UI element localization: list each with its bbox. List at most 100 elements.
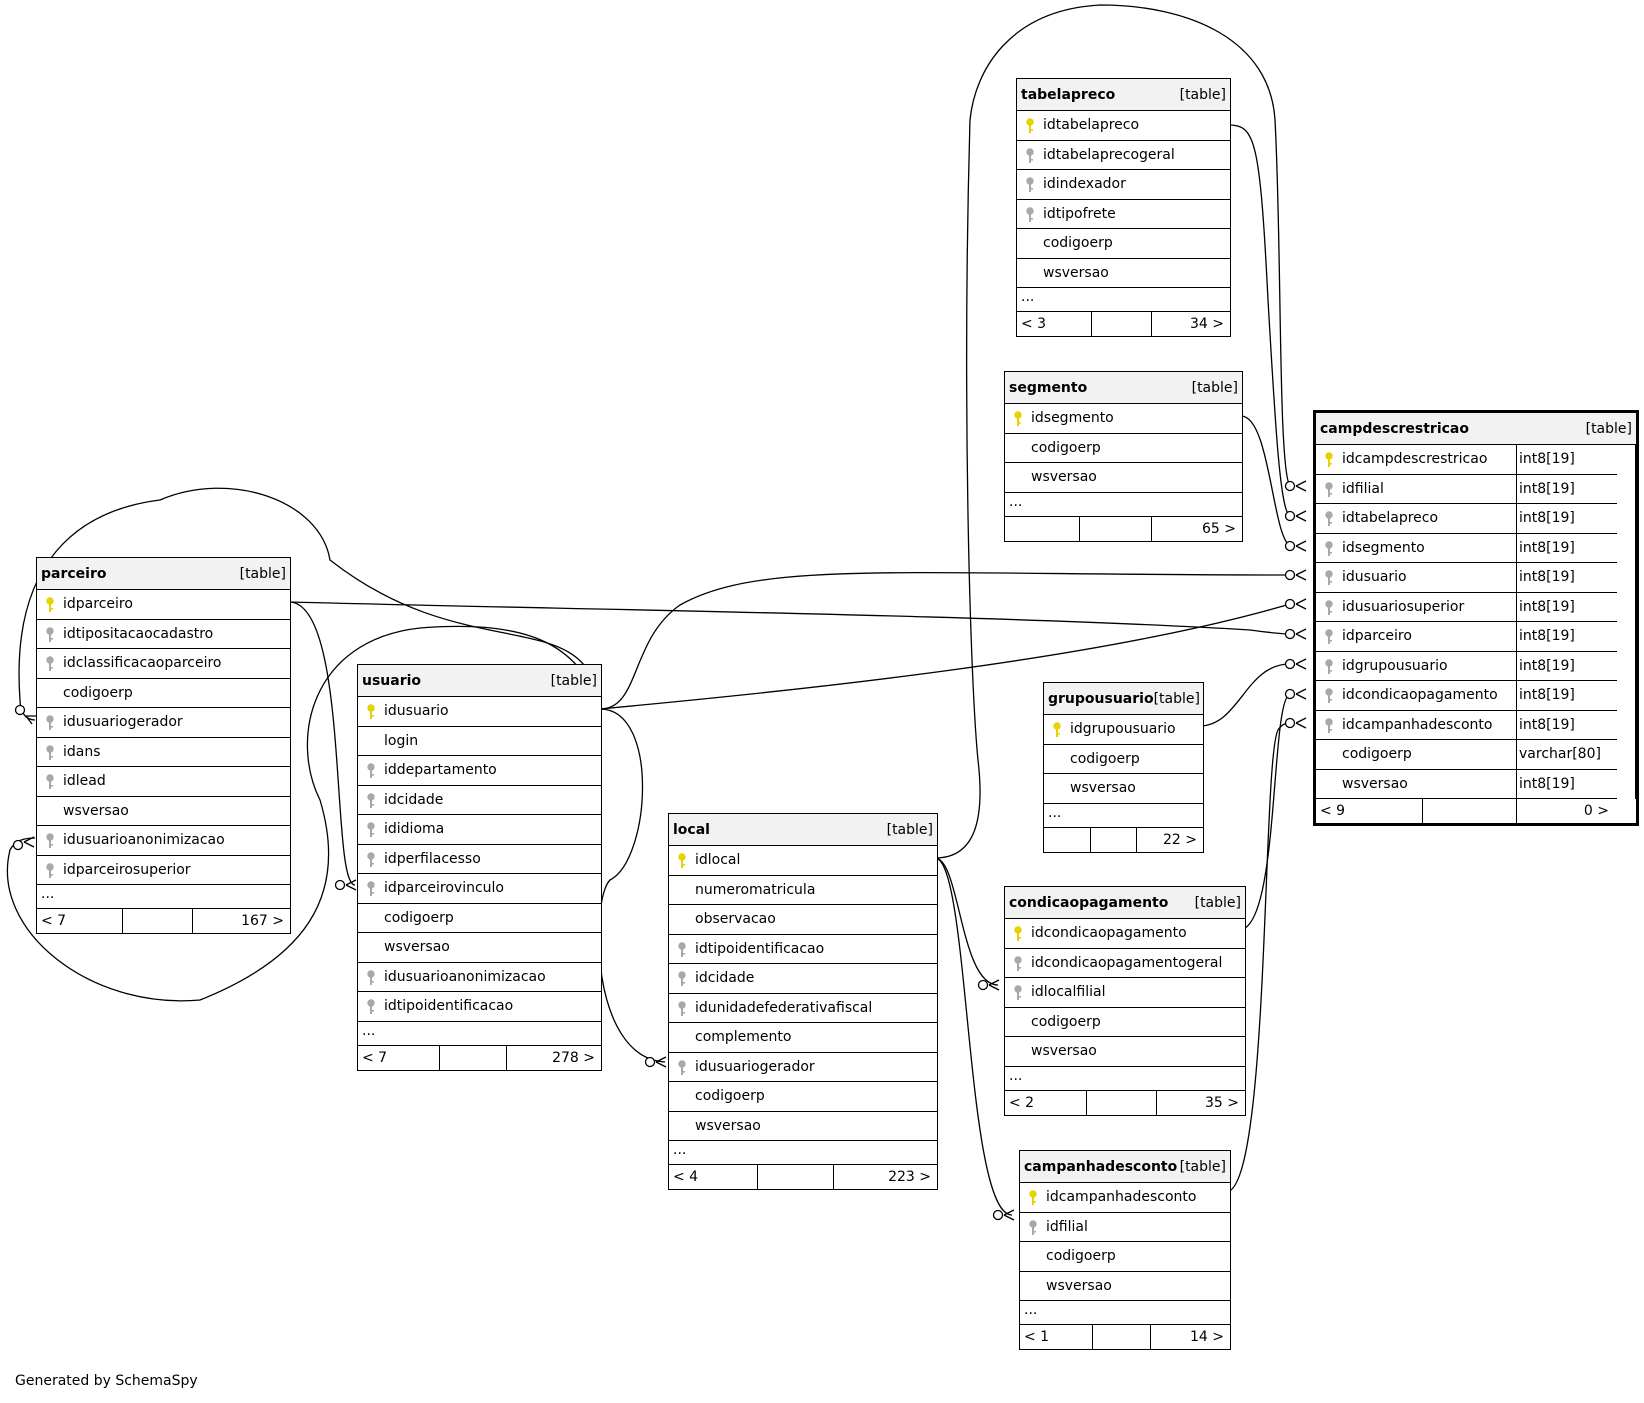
children-count[interactable]: 22 >: [1136, 827, 1203, 852]
children-count[interactable]: 223 >: [833, 1165, 937, 1189]
column-row[interactable]: codigoerp: [669, 1082, 937, 1112]
column-row[interactable]: wsversao: [358, 933, 601, 963]
column-row[interactable]: codigoerp: [1005, 1008, 1245, 1037]
column-row[interactable]: wsversao: [1005, 1037, 1245, 1067]
column-row[interactable]: idtabelaprecogeral: [1017, 141, 1230, 170]
primary-key-icon: [1013, 411, 1023, 427]
table-footer: < 7 278 >: [358, 1045, 601, 1070]
column-name: idunidadefederativafiscal: [695, 999, 873, 1016]
column-row[interactable]: idindexador: [1017, 170, 1230, 200]
column-row[interactable]: wsversao: [1017, 259, 1230, 288]
column-row[interactable]: wsversao: [1020, 1272, 1230, 1301]
column-row[interactable]: idfilial: [1020, 1213, 1230, 1242]
parents-count[interactable]: < 7: [41, 913, 67, 929]
column-row[interactable]: idcondicaopagamentogeral: [1005, 949, 1245, 978]
more-columns: ...: [1005, 1067, 1245, 1091]
column-row[interactable]: idclassificacaoparceiro: [37, 649, 290, 679]
column-row[interactable]: idusuarioanonimizacao: [37, 826, 290, 856]
column-row[interactable]: codigoerp: [358, 904, 601, 933]
column-row[interactable]: codigoerp: [1020, 1242, 1230, 1272]
table-condicaopagamento[interactable]: condicaopagamento [table] idcondicaopaga…: [1004, 886, 1246, 1116]
children-count[interactable]: 167 >: [192, 909, 290, 933]
children-count[interactable]: 34 >: [1151, 312, 1230, 336]
column-row[interactable]: idusuario: [358, 697, 601, 727]
parents-count[interactable]: < 1: [1024, 1329, 1050, 1345]
parents-count[interactable]: < 3: [1021, 316, 1047, 332]
column-name: idusuariogerador: [695, 1058, 815, 1075]
parents-count[interactable]: < 9: [1320, 803, 1346, 819]
column-row[interactable]: codigoerp: [37, 679, 290, 708]
column-row[interactable]: wsversao: [1044, 774, 1203, 804]
parents-count[interactable]: [1005, 517, 1079, 541]
column-type: int8[19]: [1516, 504, 1617, 533]
column-row[interactable]: idparceirovinculo: [358, 874, 601, 904]
column-row[interactable]: idcampanhadesconto: [1020, 1183, 1230, 1213]
column-row[interactable]: wsversao: [37, 797, 290, 826]
column-row[interactable]: idcidade: [669, 964, 937, 994]
column-row[interactable]: idusuarioanonimizacao: [358, 963, 601, 992]
column-row[interactable]: idcidade: [358, 786, 601, 815]
column-row[interactable]: idsegmento: [1005, 404, 1242, 434]
column-row[interactable]: wsversao: [1005, 463, 1242, 493]
column-row[interactable]: wsversao: [669, 1112, 937, 1141]
column-row[interactable]: idcondicaopagamento: [1005, 919, 1245, 949]
table-type: [table]: [1179, 1158, 1226, 1175]
column-row[interactable]: idparceirosuperior: [37, 856, 290, 885]
column-row[interactable]: idlead: [37, 767, 290, 797]
column-row[interactable]: numeromatricula: [669, 876, 937, 905]
column-row[interactable]: codigoerp: [1017, 229, 1230, 259]
column-row[interactable]: idans: [37, 738, 290, 767]
column-row[interactable]: idtabelapreco: [1017, 111, 1230, 141]
column-row[interactable]: idgrupousuario: [1044, 715, 1203, 745]
column-row[interactable]: idparceiro: [37, 590, 290, 620]
column-row[interactable]: iddepartamento: [358, 756, 601, 786]
column-row[interactable]: idlocalfilial: [1005, 978, 1245, 1008]
column-row[interactable]: idusuariogerador: [669, 1053, 937, 1082]
column-row[interactable]: idtipoidentificacao: [358, 992, 601, 1022]
children-count[interactable]: 65 >: [1151, 516, 1242, 541]
parents-count[interactable]: < 2: [1009, 1094, 1035, 1111]
column-row[interactable]: login: [358, 727, 601, 756]
table-campanhadesconto[interactable]: campanhadesconto [table] idcampanhadesco…: [1019, 1150, 1231, 1350]
parents-count[interactable]: [1044, 828, 1090, 852]
column-row[interactable]: idtipoidentificacao: [669, 935, 937, 964]
column-row[interactable]: idtipositacaocadastro: [37, 620, 290, 649]
children-count[interactable]: 0 >: [1516, 799, 1617, 823]
children-count[interactable]: 35 >: [1156, 1090, 1245, 1115]
column-row[interactable]: codigoerp: [1005, 434, 1242, 463]
column-row[interactable]: observacao: [669, 905, 937, 935]
column-row[interactable]: idusuariogerador: [37, 708, 290, 738]
parents-count[interactable]: < 7: [362, 1049, 388, 1066]
column-name: wsversao: [63, 802, 129, 819]
column-row[interactable]: idtipofrete: [1017, 200, 1230, 229]
children-count[interactable]: 14 >: [1150, 1325, 1230, 1349]
column-row[interactable]: ididioma: [358, 815, 601, 845]
column-row[interactable]: codigoerp: [1044, 745, 1203, 774]
children-count[interactable]: 278 >: [506, 1045, 601, 1070]
column-row[interactable]: idunidadefederativafiscal: [669, 994, 937, 1023]
column-row[interactable]: idperfilacesso: [358, 845, 601, 874]
parents-count[interactable]: < 4: [673, 1169, 699, 1185]
table-campdescrestricao[interactable]: campdescrestricao [table] idcampdescrest…: [1313, 410, 1639, 826]
column-row[interactable]: complemento: [669, 1023, 937, 1053]
column-row[interactable]: idlocal: [669, 846, 937, 876]
